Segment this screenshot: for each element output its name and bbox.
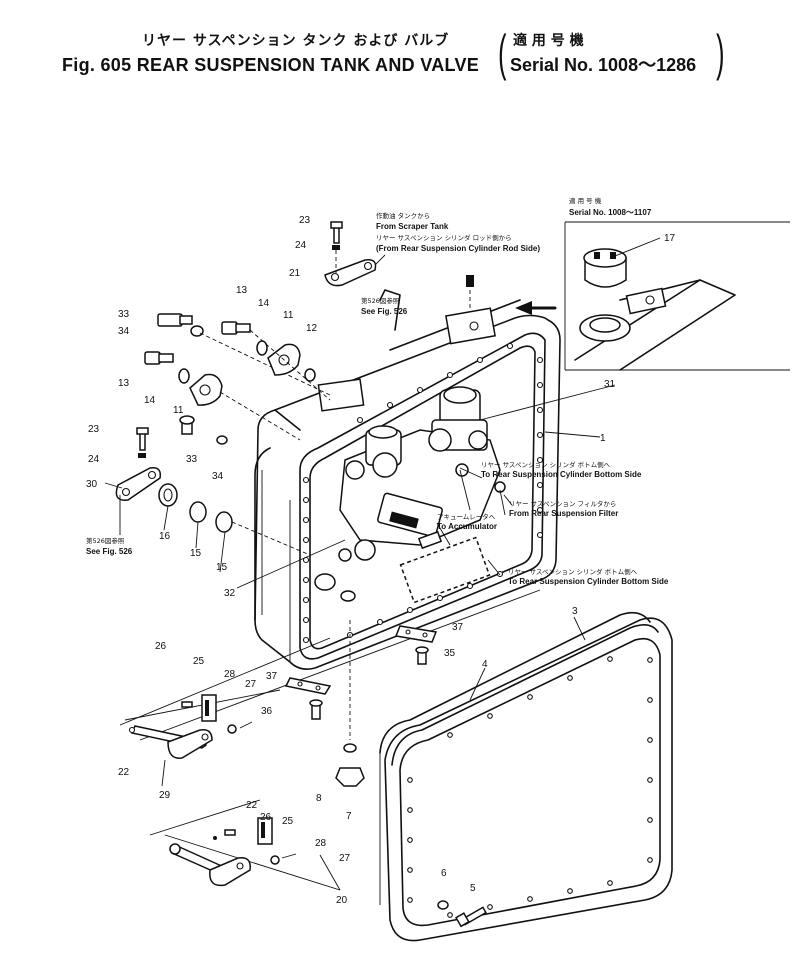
part-number-20: 20 — [336, 895, 348, 906]
part-number-7: 7 — [346, 811, 352, 822]
drain-plug — [335, 620, 365, 787]
cover-bolt-holes — [407, 656, 653, 918]
part-number-3: 3 — [572, 606, 578, 617]
valve-assembly — [338, 386, 506, 562]
serial-label-japanese: 適 用 号 機 — [513, 33, 584, 49]
part-number-25-lower: 25 — [282, 816, 294, 827]
tank-cover-and-gasket — [379, 611, 673, 942]
note-see526-top-jp: 第526図参照 — [361, 296, 400, 305]
part-number-13-top: 13 — [236, 285, 248, 296]
part-number-27-lower: 27 — [339, 853, 351, 864]
part-number-30: 30 — [86, 479, 98, 490]
part-number-11-lower: 11 — [173, 405, 184, 416]
part-number-33-lower: 33 — [186, 454, 198, 465]
part-number-29: 29 — [159, 790, 171, 801]
note-scraper-en: From Scraper Tank — [376, 222, 449, 231]
part-number-26-upper: 26 — [155, 641, 167, 652]
part-number-labels: 17 1 31 3 4 5 6 7 8 23 24 21 33 34 13 14… — [86, 215, 676, 906]
part-number-27-upper: 27 — [245, 679, 257, 690]
part-number-34-lower: 34 — [212, 471, 224, 482]
note-filter-en: From Rear Suspension Filter — [509, 509, 618, 518]
note-rod-jp: リヤー サスペンション シリンダ ロッド側から — [376, 233, 512, 242]
figure-title: Fig. 605 REAR SUSPENSION TANK AND VALVE — [62, 55, 480, 75]
tank-bolt-holes — [302, 342, 544, 644]
right-bracket: ) — [716, 25, 725, 81]
part-number-8: 8 — [316, 793, 322, 804]
leader-lines — [104, 384, 616, 891]
note-scraper-jp: 作動油 タンクから — [376, 211, 430, 220]
note-acc-en: To Accumulator — [437, 522, 497, 531]
note-see526-top-en: See Fig. 526 — [361, 307, 408, 316]
part-number-36: 36 — [261, 706, 273, 717]
part-number-37-left: 37 — [266, 671, 278, 682]
part-number-31: 31 — [604, 379, 616, 390]
inset-serial-en: Serial No. 1008～1107 — [569, 208, 652, 217]
part-number-25-upper: 25 — [193, 656, 205, 667]
part-number-34-top: 34 — [118, 326, 130, 337]
part-number-11-top: 11 — [283, 310, 294, 321]
part-number-16: 16 — [159, 531, 171, 542]
part-number-12: 12 — [306, 323, 318, 334]
part-number-14-lower: 14 — [144, 395, 156, 406]
inset-serial-jp: 適 用 号 機 — [569, 196, 602, 205]
part-number-13-lower: 13 — [118, 378, 130, 389]
note-bottom1-en: To Rear Suspension Cylinder Bottom Side — [481, 470, 642, 479]
suspension-tank — [254, 275, 561, 670]
note-filter-jp: リヤー サスペンション フィルタから — [509, 499, 616, 508]
bottom-brackets — [119, 589, 541, 891]
note-rod-en: (From Rear Suspension Cylinder Rod Side) — [376, 244, 540, 253]
part-number-32: 32 — [224, 588, 236, 599]
note-acc-jp: アキュームレータへ — [437, 512, 496, 521]
part-number-24-top: 24 — [295, 240, 307, 251]
part-number-21: 21 — [289, 268, 301, 279]
left-bracket: ( — [498, 25, 507, 81]
part-number-37-right: 37 — [452, 622, 464, 633]
part-number-15-a: 15 — [190, 548, 202, 559]
part-number-35: 35 — [444, 648, 456, 659]
cover-bolt-and-washer — [437, 900, 487, 928]
inset-detail — [564, 221, 790, 371]
part-number-23-left: 23 — [88, 424, 100, 435]
part-number-6: 6 — [441, 868, 447, 879]
figure-title-japanese: リヤー サスペンション タンク および バルブ — [142, 33, 450, 49]
part-number-14-top: 14 — [258, 298, 270, 309]
part-number-17: 17 — [664, 233, 676, 244]
part-number-22-lower: 22 — [246, 800, 258, 811]
part-number-26-lower: 26 — [260, 812, 272, 823]
part-number-4: 4 — [482, 659, 488, 670]
part-number-33-top: 33 — [118, 309, 130, 320]
part-number-23-top: 23 — [299, 215, 311, 226]
part-number-24-left: 24 — [88, 454, 100, 465]
part-number-22-upper: 22 — [118, 767, 130, 778]
part-number-15-b: 15 — [216, 562, 228, 573]
note-bottom1-jp: リヤー サスペンション シリンダ ボトム側へ — [481, 460, 611, 469]
note-bottom2-jp: リヤー サスペンション シリンダ ボトム側へ — [508, 567, 638, 576]
part-number-28-upper: 28 — [224, 669, 236, 680]
flow-notes: 作動油 タンクから From Scraper Tank リヤー サスペンション … — [86, 196, 669, 586]
part-number-28-lower: 28 — [315, 838, 327, 849]
part-number-5: 5 — [470, 883, 476, 894]
part-number-1: 1 — [600, 433, 606, 444]
note-see526-left-en: See Fig. 526 — [86, 547, 133, 556]
left-fittings — [115, 221, 386, 556]
note-see526-left-jp: 第526図参照 — [86, 536, 125, 545]
note-bottom2-en: To Rear Suspension Cylinder Bottom Side — [508, 577, 669, 586]
inset-pointer-arrow — [515, 301, 557, 315]
serial-range: Serial No. 1008～1286 — [510, 55, 697, 75]
